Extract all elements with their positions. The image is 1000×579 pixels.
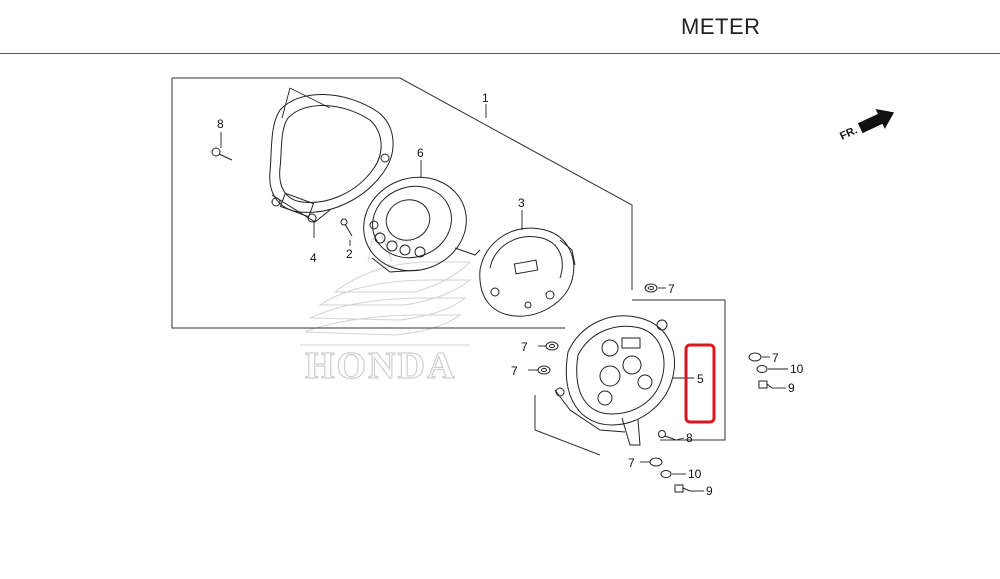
bolt-9-bottom [674,484,691,493]
collar-10-bottom [660,470,672,478]
callout-10-bottom[interactable]: 10 [688,467,702,481]
meter-panel-part [479,227,576,317]
header-divider [0,53,1000,54]
grommet-7-right-top [644,283,658,293]
honda-watermark: HONDA [300,231,472,388]
callout-9-bottom[interactable]: 9 [706,484,713,498]
callout-7-right-top[interactable]: 7 [668,282,675,296]
honda-wing-logo [300,231,472,346]
meter-lens-cover-part [269,87,394,223]
leader-lines [220,104,788,492]
callout-8-bottom[interactable]: 8 [686,431,693,445]
front-direction-indicator: FR. [838,108,895,143]
callout-9-right[interactable]: 9 [788,381,795,395]
hardware-parts [211,147,773,493]
screw-8-top [211,147,233,161]
meter-ring-part [363,176,481,273]
grommet-7-right-mid [748,352,762,362]
callout-labels: 1 2 3 4 5 6 7 7 7 7 7 8 8 9 9 10 10 [217,91,804,498]
callout-5[interactable]: 5 [697,372,704,386]
callout-10-right[interactable]: 10 [790,362,804,376]
fr-label: FR. [838,124,859,142]
screw-8-bottom [658,430,677,441]
page-title: METER [681,14,761,39]
front-direction-arrow-icon [857,108,895,134]
page-header: METER [0,0,1000,54]
callout-7-right-mid[interactable]: 7 [772,351,779,365]
grommet-7-left-b [537,365,551,375]
highlight-box [684,343,716,424]
callout-1[interactable]: 1 [482,91,489,105]
callout-7-bottom[interactable]: 7 [628,456,635,470]
callout-2[interactable]: 2 [346,247,353,261]
callout-8-top[interactable]: 8 [217,117,224,131]
screw-2 [340,218,353,237]
callout-4[interactable]: 4 [310,251,317,265]
collar-10-right [756,365,768,373]
grommet-7-bottom [649,457,663,467]
callout-7-left-b[interactable]: 7 [511,364,518,378]
callout-6[interactable]: 6 [417,146,424,160]
honda-watermark-text: HONDA [305,345,456,387]
assembly-frame [171,77,726,456]
bolt-9-right [758,380,773,389]
grommet-7-left-a [545,341,559,351]
meter-case-part [554,315,675,446]
callout-3[interactable]: 3 [518,196,525,210]
callout-7-left-a[interactable]: 7 [521,340,528,354]
